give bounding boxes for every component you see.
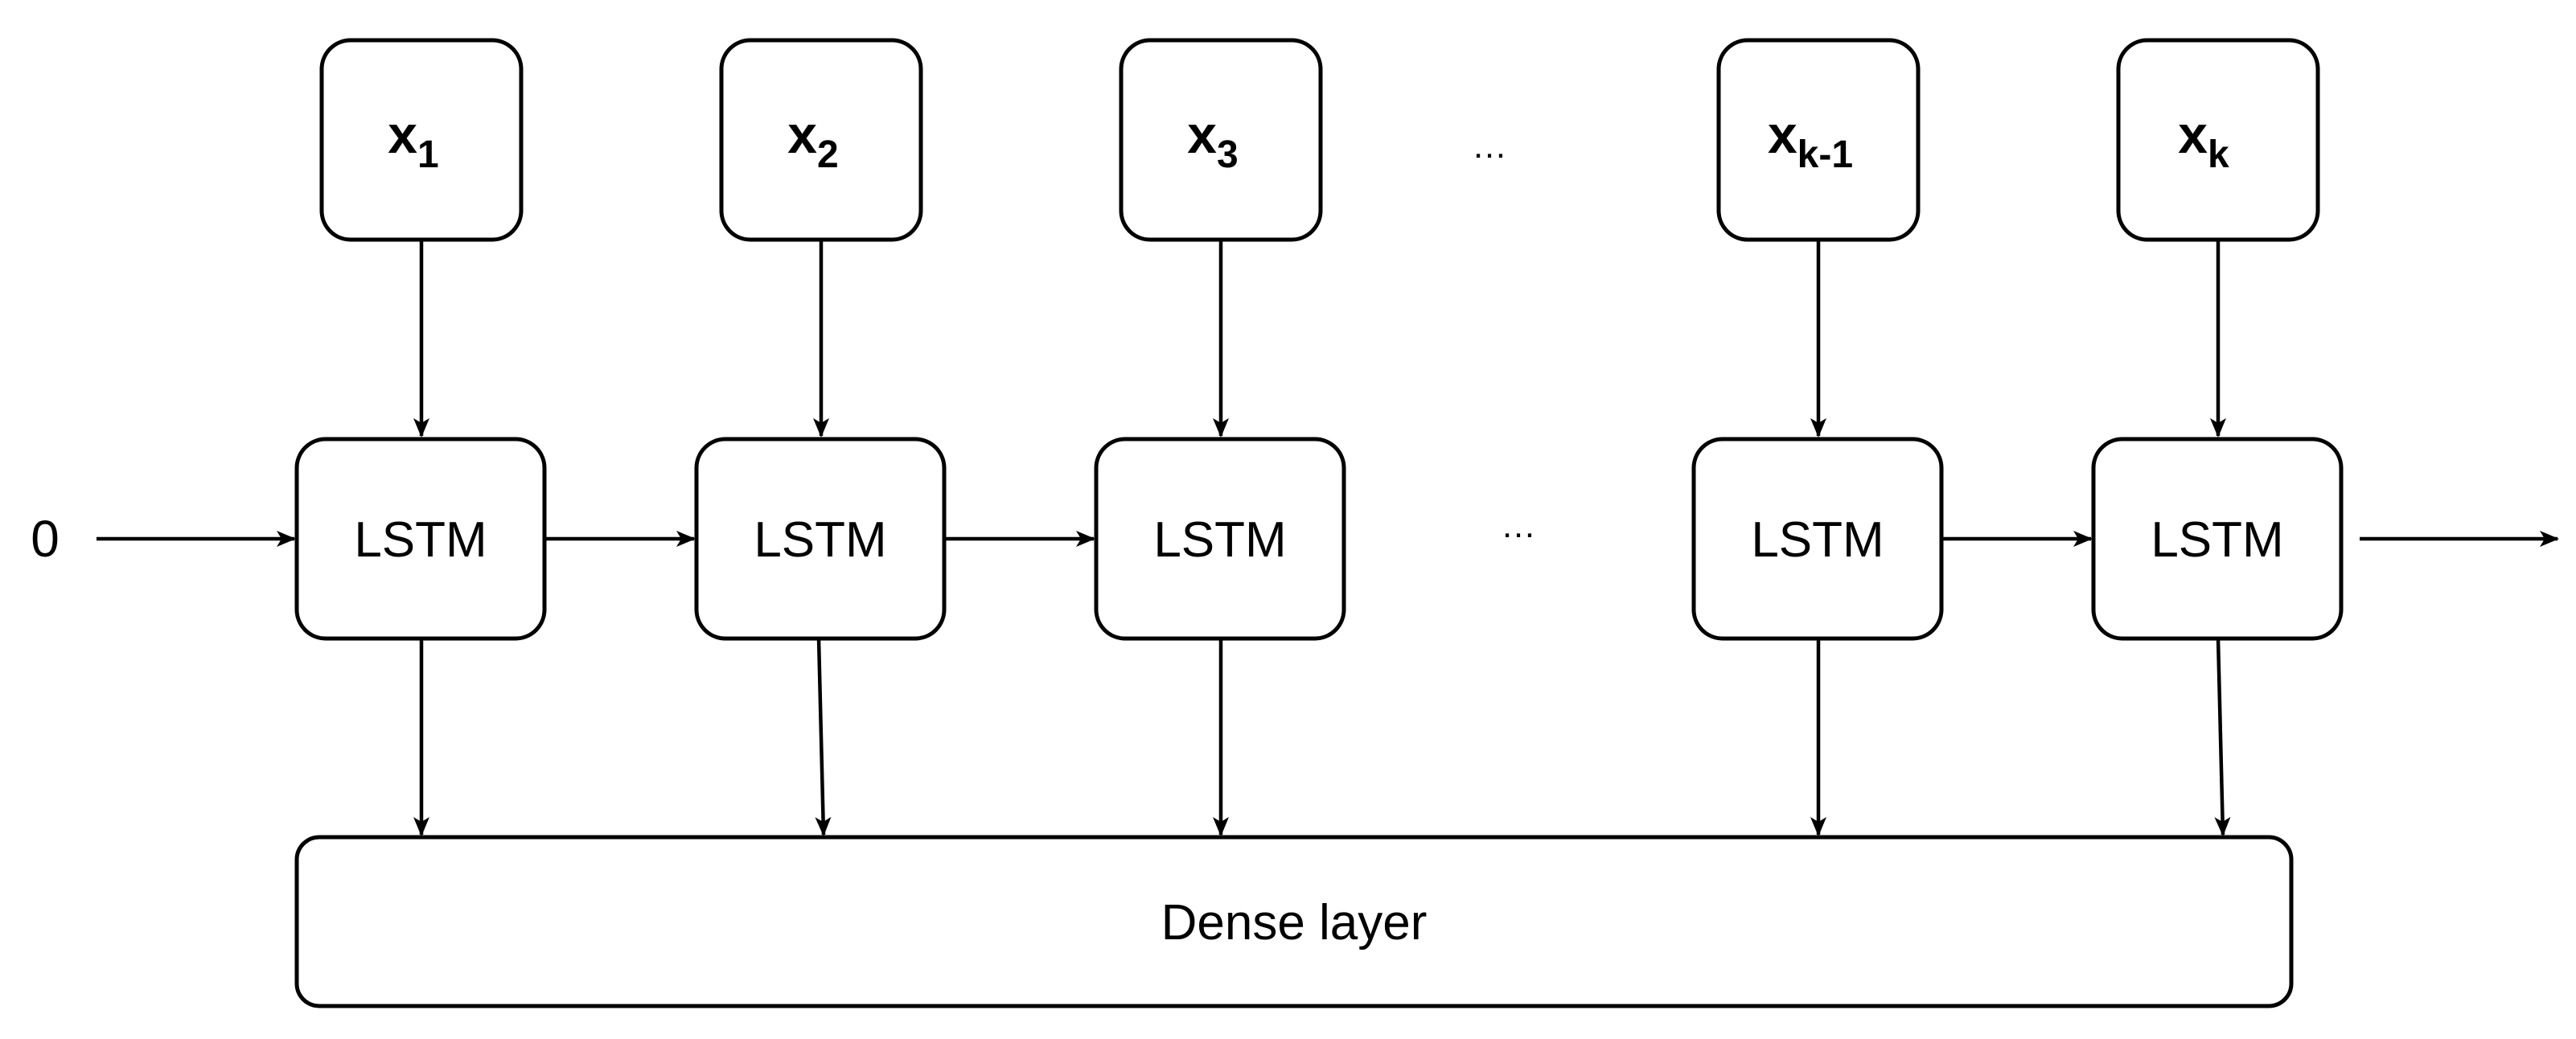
initial-state-label: 0 bbox=[31, 510, 60, 568]
lstm-cell-3: LSTM bbox=[1094, 437, 1346, 641]
lstm-cell-1: LSTM bbox=[294, 437, 547, 641]
input-subscript-1: 1 bbox=[417, 133, 439, 176]
lstm-cell-5: LSTM bbox=[2091, 437, 2344, 641]
svg-text:x1: x1 bbox=[388, 105, 438, 176]
input-subscript-k-1: k-1 bbox=[1797, 133, 1853, 176]
input-node-xk-1: xk-1 bbox=[1716, 38, 1921, 242]
lstm-cell-5-label: LSTM bbox=[2151, 512, 2283, 568]
input-ellipsis: … bbox=[1472, 126, 1507, 166]
dense-layer-label: Dense layer bbox=[1161, 895, 1428, 951]
input-label-x3: x bbox=[1187, 105, 1217, 164]
input-label-x2: x bbox=[787, 105, 817, 164]
input-label-xk-1: x bbox=[1768, 105, 1797, 164]
lstm-cell-2: LSTM bbox=[694, 437, 947, 641]
input-label-xk: x bbox=[2178, 105, 2208, 164]
input-node-x1: x1 bbox=[319, 38, 524, 242]
lstm-cell-4: LSTM bbox=[1691, 437, 1944, 641]
svg-text:xk-1: xk-1 bbox=[1768, 105, 1853, 176]
arrow-lstm5-to-dense bbox=[2214, 638, 2231, 836]
lstm-cell-2-label: LSTM bbox=[754, 512, 886, 568]
lstm-cell-4-label: LSTM bbox=[1751, 512, 1884, 568]
arrow-lstm2-to-dense bbox=[815, 638, 832, 836]
input-node-xk: xk bbox=[2116, 38, 2320, 242]
dense-layer: Dense layer bbox=[294, 835, 2294, 1008]
svg-text:x2: x2 bbox=[787, 105, 838, 176]
input-node-x2: x2 bbox=[719, 38, 923, 242]
input-subscript-k: k bbox=[2208, 133, 2229, 176]
svg-text:x3: x3 bbox=[1187, 105, 1238, 176]
input-subscript-3: 3 bbox=[1217, 133, 1239, 176]
lstm-cell-1-label: LSTM bbox=[354, 512, 487, 568]
lstm-ellipsis: … bbox=[1501, 506, 1536, 545]
svg-text:xk: xk bbox=[2178, 105, 2229, 176]
input-label-x1: x bbox=[388, 105, 417, 164]
input-node-x3: x3 bbox=[1119, 38, 1323, 242]
input-subscript-2: 2 bbox=[817, 133, 839, 176]
lstm-cell-3-label: LSTM bbox=[1153, 512, 1286, 568]
